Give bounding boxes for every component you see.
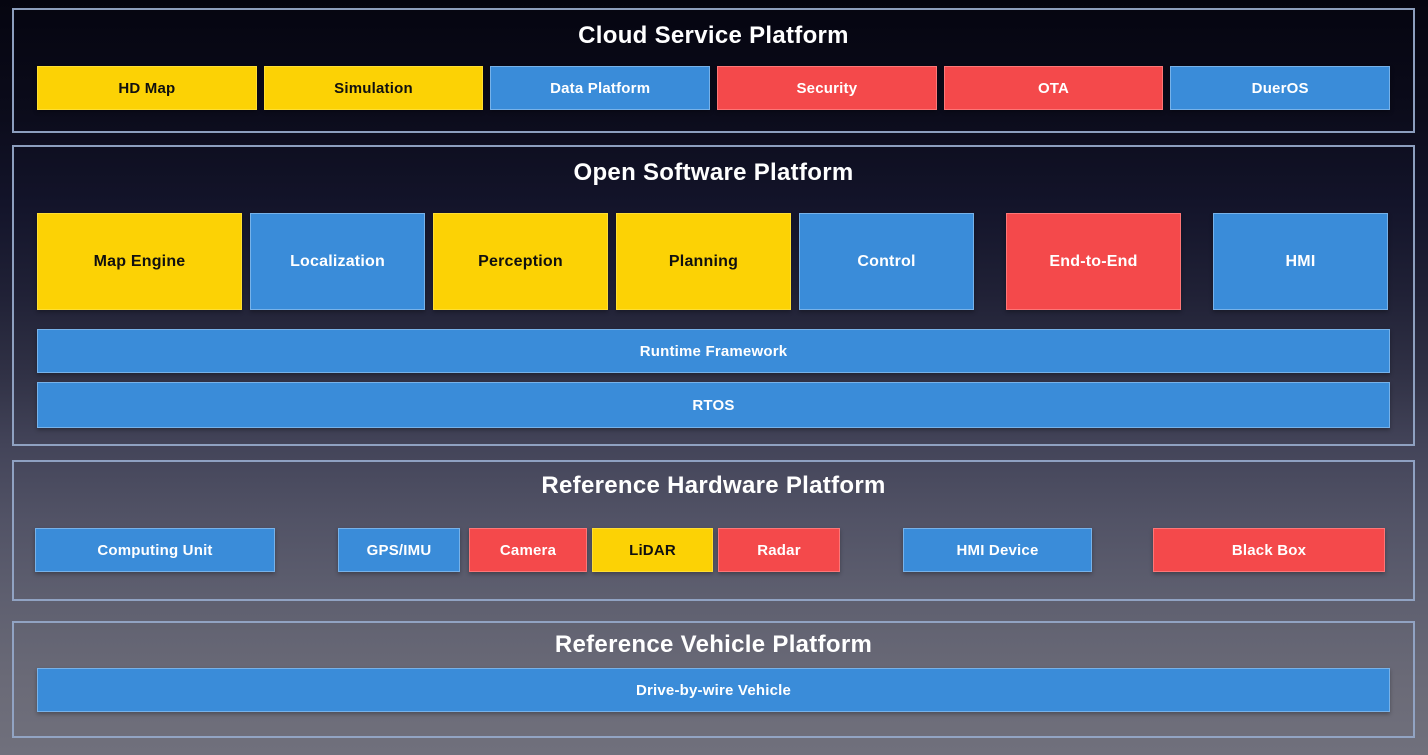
open-software-platform-title: Open Software Platform [573,159,854,186]
cloud-service-platform-section: Cloud Service Platform HD Map Simulation… [12,8,1415,133]
bar-runtime-framework: Runtime Framework [37,329,1390,373]
box-control: Control [799,213,974,310]
box-data-platform: Data Platform [490,66,711,110]
box-end-to-end: End-to-End [1006,213,1181,310]
bar-rtos: RTOS [37,382,1390,428]
box-hmi-device: HMI Device [903,528,1092,572]
box-radar: Radar [718,528,840,572]
hardware-row: Computing Unit GPS/IMU Camera LiDAR Rada… [35,528,1385,572]
box-lidar: LiDAR [592,528,713,572]
cloud-service-row: HD Map Simulation Data Platform Security… [37,66,1391,110]
box-perception: Perception [433,213,608,310]
box-security: Security [717,66,937,110]
box-hd-map: HD Map [37,66,257,110]
box-localization: Localization [250,213,425,310]
box-hmi: HMI [1213,213,1388,310]
box-planning: Planning [616,213,791,310]
box-camera: Camera [469,528,587,572]
reference-vehicle-platform-section: Reference Vehicle Platform Drive-by-wire… [12,621,1415,738]
box-gps-imu: GPS/IMU [338,528,460,572]
box-black-box: Black Box [1153,528,1385,572]
reference-hardware-platform-title: Reference Hardware Platform [541,472,886,499]
box-dueros: DuerOS [1170,66,1391,110]
box-map-engine: Map Engine [37,213,242,310]
reference-vehicle-platform-title: Reference Vehicle Platform [554,631,873,658]
software-modules-row: Map Engine Localization Perception Plann… [37,213,1388,310]
open-software-platform-section: Open Software Platform Map Engine Locali… [12,145,1415,446]
box-ota: OTA [943,66,1164,110]
bar-drive-by-wire-vehicle: Drive-by-wire Vehicle [37,668,1390,712]
cloud-service-platform-title: Cloud Service Platform [578,22,849,49]
box-simulation: Simulation [263,66,484,110]
box-computing-unit: Computing Unit [35,528,275,572]
reference-hardware-platform-section: Reference Hardware Platform Computing Un… [12,460,1415,601]
